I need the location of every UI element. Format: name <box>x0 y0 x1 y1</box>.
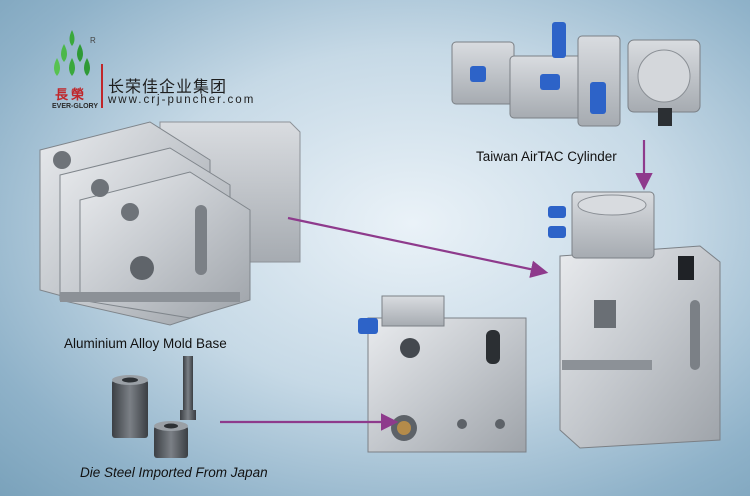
website-url: www.crj-puncher.com <box>108 94 256 106</box>
company-name-cn: 长荣佳企业集团 <box>108 77 228 96</box>
registered-mark: R <box>90 36 96 45</box>
logo-name-cn: 長榮 <box>55 88 88 103</box>
cylinder-image <box>451 22 701 127</box>
caption-die-steel: Die Steel Imported From Japan <box>80 465 268 480</box>
caption-mold-base: Aluminium Alloy Mold Base <box>64 336 227 351</box>
puncher-assembly-image <box>548 191 721 449</box>
arrows <box>220 140 653 431</box>
mold-assembly-image <box>358 295 527 453</box>
logo-icon <box>54 30 103 108</box>
caption-cylinder: Taiwan AirTAC Cylinder <box>476 149 617 164</box>
arrow-mold-to-puncher <box>287 216 549 278</box>
logo-name-en: EVER-GLORY <box>52 103 99 110</box>
mold-base-image <box>39 121 301 326</box>
die-steel-image <box>112 356 196 458</box>
